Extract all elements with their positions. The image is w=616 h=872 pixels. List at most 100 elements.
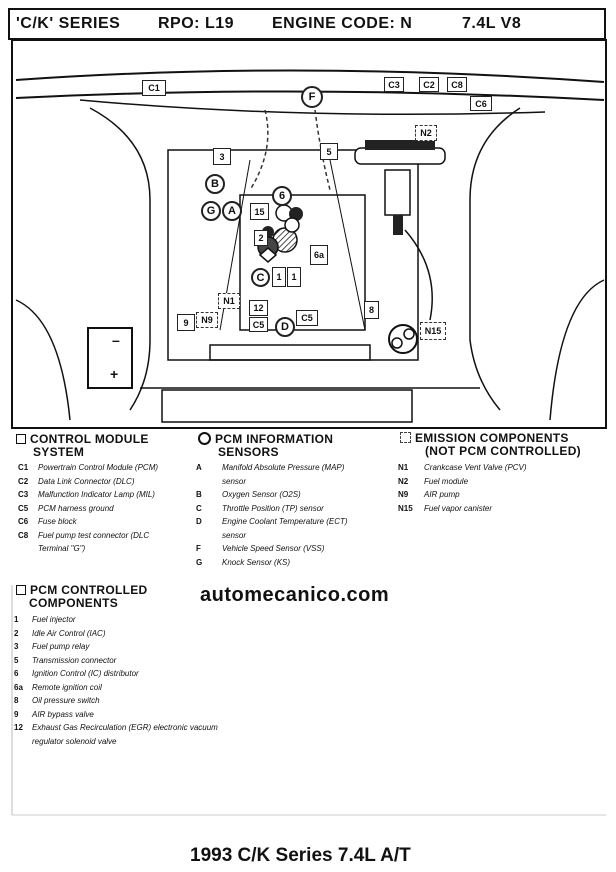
legend-item-code: C3 [18, 490, 29, 499]
dashed-square-symbol-icon [400, 432, 411, 443]
legend-item-code: 8 [14, 696, 19, 705]
legend-item-code: N9 [398, 490, 409, 499]
label-c6: C6 [470, 96, 492, 111]
legend-item-text: sensor [222, 476, 247, 486]
legend-item: 1 Fuel injector [14, 613, 218, 627]
legend-item-text: Ignition Control (IC) distributor [32, 669, 139, 678]
label-d: D [275, 317, 295, 337]
legend-item-text: Fuel injector [32, 615, 76, 624]
legend-item-code: 9 [14, 709, 19, 719]
legend-item-code: C1 [18, 463, 29, 472]
engine-compartment-drawing [11, 39, 607, 429]
label-c1: C1 [142, 80, 166, 96]
label-c5-b: C5 [296, 310, 318, 326]
legend-item-text: Transmission connector [32, 655, 117, 665]
label-b: B [205, 174, 225, 194]
engine-code-label: ENGINE CODE: N [272, 15, 413, 32]
square-symbol-icon [16, 585, 26, 595]
label-c3: C3 [384, 77, 404, 92]
legend-item-text: sensor [222, 530, 247, 540]
legend-item-text: Fuel pump relay [32, 642, 90, 651]
battery-minus: – [112, 332, 120, 348]
legend-item-code: B [196, 490, 202, 499]
label-8: 8 [364, 301, 379, 319]
legend-item-code: 6a [14, 682, 23, 692]
legend-item-text: Terminal "G") [38, 544, 86, 553]
label-a: A [222, 201, 242, 221]
label-6a: 6a [310, 245, 328, 265]
legend-item-text: Exhaust Gas Recirculation (EGR) electron… [32, 723, 218, 732]
series-label: 'C/K' SERIES [16, 15, 121, 32]
legend-item-text: Knock Sensor (KS) [222, 557, 291, 567]
legend-item-text: Remote ignition coil [32, 682, 102, 692]
legend-item: C5 PCM harness ground [18, 502, 158, 516]
legend-item-code: C2 [18, 476, 29, 486]
figure-caption: 1993 C/K Series 7.4L A/T [190, 845, 411, 866]
legend-item-code: D [196, 517, 202, 526]
label-6: 6 [272, 186, 292, 206]
legend-item-code: 1 [14, 615, 19, 624]
legend-item: C8 Fuel pump test connector (DLC [18, 529, 158, 543]
label-f: F [301, 86, 323, 108]
legend-item-code: N1 [398, 463, 409, 472]
label-2: 2 [254, 230, 268, 246]
legend-item: N9 AIR pump [398, 488, 527, 502]
legend-item-code: 12 [14, 723, 23, 732]
legend-item: C Throttle Position (TP) sensor [196, 502, 348, 516]
legend-emission-title: EMISSION COMPONENTS (NOT PCM CONTROLLED) [400, 432, 581, 458]
label-n9: N9 [196, 312, 218, 328]
legend-item: regulator solenoid valve [14, 735, 218, 749]
legend-item-text: Fuel vapor canister [424, 503, 493, 513]
legend-control-module-title: CONTROL MODULE SYSTEM [16, 433, 149, 459]
legend-item: 5 Transmission connector [14, 654, 218, 668]
label-1b: 1 [287, 267, 301, 287]
label-12: 12 [249, 300, 268, 316]
legend-item-code: G [196, 557, 203, 567]
legend-item-text: Throttle Position (TP) sensor [222, 503, 324, 513]
watermark: automecanico.com [200, 584, 390, 606]
legend-item-code: C8 [18, 530, 29, 540]
circle-symbol-icon [198, 432, 211, 445]
legend-item-text: Idle Air Control (IAC) [32, 628, 106, 638]
battery-plus: + [110, 366, 119, 382]
legend-item-text: Fuel module [424, 476, 469, 486]
label-n15: N15 [420, 322, 446, 340]
label-c2: C2 [419, 77, 439, 92]
legend-item-code: C6 [18, 517, 29, 526]
legend-item: sensor [196, 529, 348, 543]
legend-item-code: C5 [18, 503, 29, 513]
legend-item: C2 Data Link Connector (DLC) [18, 475, 158, 489]
legend-item: G Knock Sensor (KS) [196, 556, 348, 570]
legend-item-text: Vehicle Speed Sensor (VSS) [222, 544, 325, 553]
legend-item-text: PCM harness ground [38, 503, 114, 513]
legend-item-code: C [196, 503, 202, 513]
label-c5-a: C5 [249, 317, 268, 332]
legend-item-text: regulator solenoid valve [32, 736, 117, 746]
legend-item: 9 AIR bypass valve [14, 708, 218, 722]
label-c8: C8 [447, 77, 467, 92]
legend-item-text: AIR bypass valve [32, 709, 94, 719]
label-15: 15 [250, 203, 269, 220]
legend-item: Terminal "G") [18, 542, 158, 556]
legend-pcm-controlled-title: PCM CONTROLLED COMPONENTS [16, 584, 148, 610]
legend-item: sensor [196, 475, 348, 489]
legend-item-text: AIR pump [424, 490, 460, 499]
legend-item-text: Data Link Connector (DLC) [38, 476, 135, 486]
legend-item-code: 5 [14, 655, 19, 665]
legend-pcm-info-title: PCM INFORMATION SENSORS [198, 432, 333, 459]
legend-item-text: Fuel pump test connector (DLC [38, 530, 150, 540]
engine-label: 7.4L V8 [462, 15, 522, 32]
legend-item-code: N15 [398, 503, 413, 513]
